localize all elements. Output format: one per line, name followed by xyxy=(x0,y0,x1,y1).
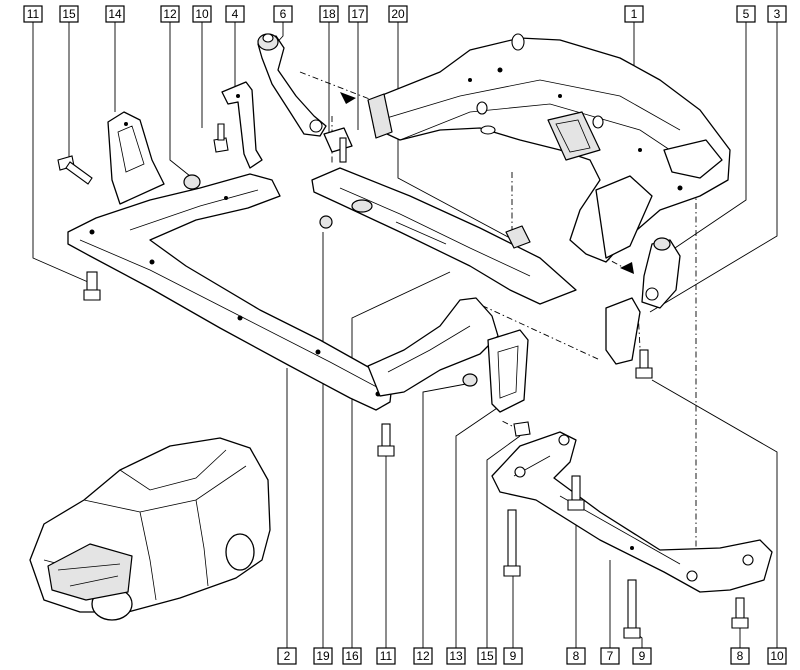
callout-17-top: 17 xyxy=(348,5,368,23)
callout-18-top: 18 xyxy=(319,5,339,23)
callout-12-bottom: 12 xyxy=(413,647,433,665)
bracket-3 xyxy=(605,297,641,365)
torque-link xyxy=(257,33,327,137)
callout-8-bottom-right: 8 xyxy=(730,647,750,665)
callouts-bottom: 2 19 16 11 12 13 15 9 8 7 9 8 10 xyxy=(277,647,787,665)
callout-11-bottom: 11 xyxy=(376,647,396,665)
svg-text:10: 10 xyxy=(770,649,784,663)
shield-14 xyxy=(107,111,165,205)
svg-text:15: 15 xyxy=(62,7,76,21)
svg-text:9: 9 xyxy=(639,649,646,663)
callout-9-bottom-left: 9 xyxy=(503,647,523,665)
svg-text:16: 16 xyxy=(345,649,359,663)
callout-19-bottom: 19 xyxy=(313,647,333,665)
svg-text:12: 12 xyxy=(416,649,430,663)
svg-text:19: 19 xyxy=(316,649,330,663)
callout-2-bottom: 2 xyxy=(277,647,297,665)
bolt-11-left xyxy=(83,271,101,301)
callout-15-bottom: 15 xyxy=(477,647,497,665)
arrow-icon xyxy=(620,262,634,274)
callout-12-top: 12 xyxy=(160,5,180,23)
svg-text:20: 20 xyxy=(391,7,405,21)
car-location-inset xyxy=(29,437,271,621)
arrows xyxy=(340,92,634,274)
front-subframe xyxy=(367,33,731,263)
lower-bolts xyxy=(377,421,749,639)
under-plate xyxy=(311,167,577,305)
svg-text:8: 8 xyxy=(573,649,580,663)
callout-5-top: 5 xyxy=(736,5,756,23)
arrow-icon xyxy=(340,92,356,104)
front-crossmember xyxy=(67,173,393,411)
callout-20-top: 20 xyxy=(388,5,408,23)
svg-text:7: 7 xyxy=(607,649,614,663)
svg-text:6: 6 xyxy=(280,7,287,21)
bracket-13 xyxy=(487,329,529,413)
callout-8-bottom-left: 8 xyxy=(566,647,586,665)
callout-7-bottom: 7 xyxy=(600,647,620,665)
leader-lines xyxy=(32,22,778,648)
svg-text:15: 15 xyxy=(480,649,494,663)
svg-text:18: 18 xyxy=(322,7,336,21)
svg-text:12: 12 xyxy=(163,7,177,21)
side-member-right xyxy=(367,297,499,397)
callout-15-top: 15 xyxy=(59,5,79,23)
callout-11-top: 11 xyxy=(23,5,43,23)
callout-1-top: 1 xyxy=(624,5,644,23)
svg-text:13: 13 xyxy=(449,649,463,663)
callout-10-bottom: 10 xyxy=(767,647,787,665)
callouts-top: 11 15 14 12 10 4 6 18 17 20 1 5 3 xyxy=(23,5,787,23)
svg-text:8: 8 xyxy=(737,649,744,663)
svg-text:5: 5 xyxy=(743,7,750,21)
svg-text:17: 17 xyxy=(351,7,365,21)
bracket-4 xyxy=(221,81,263,169)
svg-text:10: 10 xyxy=(195,7,209,21)
bolts-18-17 xyxy=(319,127,353,229)
callout-10-top: 10 xyxy=(192,5,212,23)
callout-14-top: 14 xyxy=(105,5,125,23)
svg-text:14: 14 xyxy=(108,7,122,21)
mount-5 xyxy=(641,237,681,309)
callout-6-top: 6 xyxy=(273,5,293,23)
svg-text:11: 11 xyxy=(380,649,393,663)
callout-4-top: 4 xyxy=(225,5,245,23)
svg-text:4: 4 xyxy=(232,7,239,21)
callout-16-bottom: 16 xyxy=(342,647,362,665)
svg-text:11: 11 xyxy=(27,7,40,21)
callout-9-bottom-right: 9 xyxy=(632,647,652,665)
svg-text:9: 9 xyxy=(510,649,517,663)
lower-crossmember xyxy=(491,431,773,593)
svg-text:2: 2 xyxy=(284,649,291,663)
bolts-upper-left xyxy=(57,123,229,190)
bolt-10-right xyxy=(635,349,653,379)
svg-text:3: 3 xyxy=(774,7,781,21)
callout-3-top: 3 xyxy=(767,5,787,23)
svg-text:1: 1 xyxy=(631,7,638,21)
callout-13-bottom: 13 xyxy=(446,647,466,665)
